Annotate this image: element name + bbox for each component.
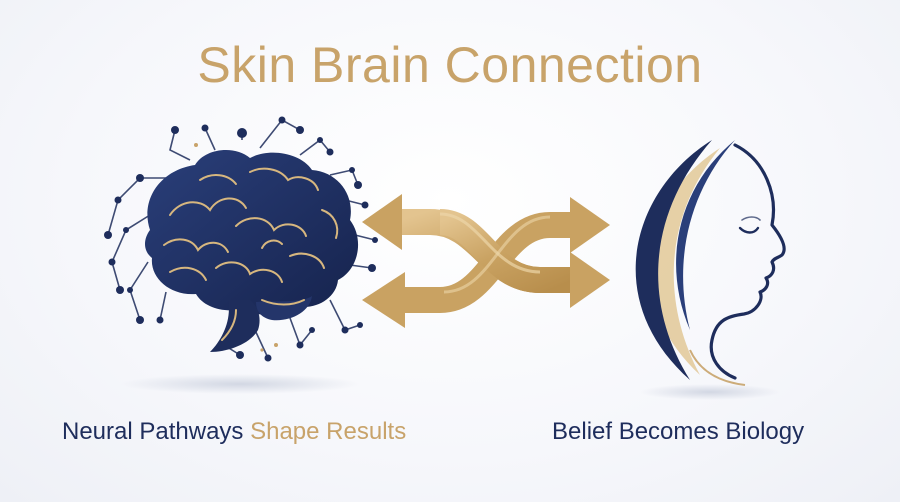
brain-icon bbox=[104, 116, 378, 394]
caption-left-main: Neural Pathways bbox=[62, 418, 244, 445]
crossing-arrows-icon bbox=[362, 194, 610, 328]
caption-left-accent: Shape Results bbox=[250, 418, 407, 445]
caption-neural-pathways: Neural Pathways Shape Results bbox=[62, 418, 406, 446]
page-title: Skin Brain Connection bbox=[197, 37, 703, 93]
caption-belief-biology: Belief Becomes Biology bbox=[552, 418, 805, 445]
face-profile-icon bbox=[635, 140, 786, 400]
